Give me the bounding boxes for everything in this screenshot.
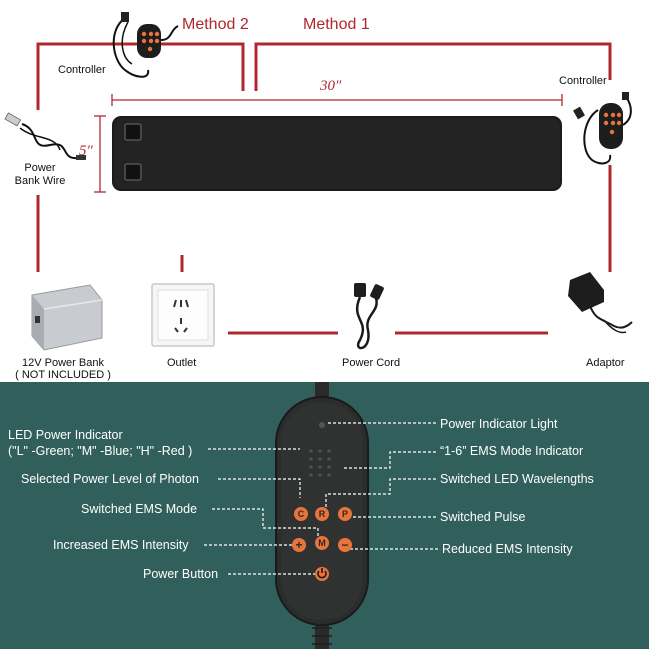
button-m[interactable]: M bbox=[318, 538, 326, 548]
button-plus[interactable]: + bbox=[295, 538, 303, 552]
adaptor-label: Adaptor bbox=[586, 357, 625, 369]
callout-power-indicator-light: Power Indicator Light bbox=[440, 417, 558, 431]
power-bank-note: ( NOT INCLUDED ) bbox=[15, 369, 111, 381]
method1-label: Method 1 bbox=[303, 16, 370, 33]
controller-left-image bbox=[112, 12, 179, 78]
belt-connector-bottom bbox=[124, 163, 142, 181]
power-bank-wire-label: Power Bank Wire bbox=[14, 162, 66, 187]
button-r[interactable]: R bbox=[318, 509, 326, 519]
power-bank-label: 12V Power Bank bbox=[22, 357, 104, 369]
power-button[interactable] bbox=[315, 567, 329, 581]
adaptor-image bbox=[568, 272, 633, 334]
power-cord-label: Power Cord bbox=[342, 357, 401, 369]
method1-line-top bbox=[254, 42, 612, 91]
callout-selected-power-level: Selected Power Level of Photon bbox=[21, 472, 199, 486]
callout-led-power-indicator: LED Power Indicator bbox=[8, 428, 123, 442]
button-c[interactable]: C bbox=[297, 509, 305, 519]
callout-ems-mode-indicator: “1-6” EMS Mode Indicator bbox=[440, 444, 584, 458]
callout-power-button: Power Button bbox=[143, 567, 219, 581]
power-bank-image bbox=[31, 284, 103, 351]
callout-switched-ems-mode: Switched EMS Mode bbox=[81, 502, 198, 516]
length-dimension: 30″ bbox=[320, 78, 342, 94]
outlet-label: Outlet bbox=[167, 357, 197, 369]
dimension-lines bbox=[94, 94, 563, 193]
controller-left-label: Controller bbox=[58, 64, 106, 76]
button-minus[interactable]: − bbox=[341, 538, 349, 552]
callout-switched-pulse: Switched Pulse bbox=[440, 510, 526, 524]
width-dimension: 5″ bbox=[79, 143, 93, 159]
controller-right-label: Controller bbox=[559, 75, 607, 87]
connection-diagram bbox=[4, 12, 633, 351]
callout-switched-led-wavelengths: Switched LED Wavelengths bbox=[440, 472, 594, 486]
power-cord-image bbox=[354, 283, 384, 350]
callout-reduced-ems-intensity: Reduced EMS Intensity bbox=[442, 542, 573, 556]
button-p[interactable]: P bbox=[341, 509, 348, 519]
belt-connector-top bbox=[124, 123, 142, 141]
power-bank-wire-image bbox=[4, 112, 86, 160]
outlet-image bbox=[151, 283, 215, 347]
method2-label: Method 2 bbox=[182, 16, 249, 33]
callout-led-power-indicator-colors: ("L" -Green; "M" -Blue; "H" -Red ) bbox=[8, 444, 193, 458]
controller-right-image bbox=[573, 92, 632, 165]
callout-increased-ems-intensity: Increased EMS Intensity bbox=[53, 538, 189, 552]
belt bbox=[112, 116, 562, 191]
